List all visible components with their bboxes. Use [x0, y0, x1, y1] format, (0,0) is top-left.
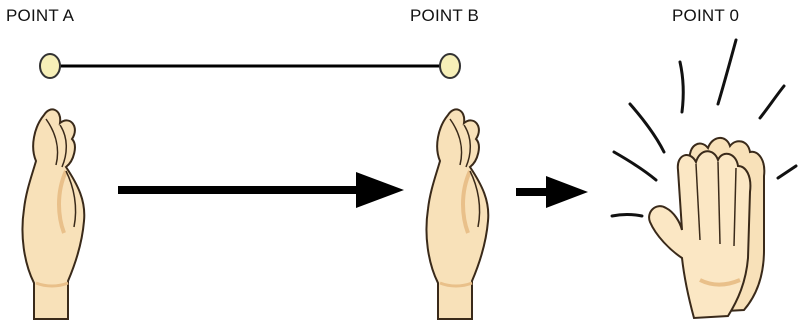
open-hand-side-icon	[21, 108, 86, 320]
long-arrow-head	[356, 172, 404, 208]
short-arrow-head	[546, 176, 588, 208]
open-hand-side-icon	[425, 108, 490, 320]
point-b-label: POINT B	[410, 6, 480, 25]
point-0-label: POINT 0	[672, 6, 740, 25]
impact-lines	[610, 38, 798, 218]
point-a-marker	[39, 53, 61, 79]
clapping-hands-icon	[610, 38, 798, 320]
point-b-marker	[439, 53, 461, 79]
point-a-label: POINT A	[6, 6, 75, 25]
